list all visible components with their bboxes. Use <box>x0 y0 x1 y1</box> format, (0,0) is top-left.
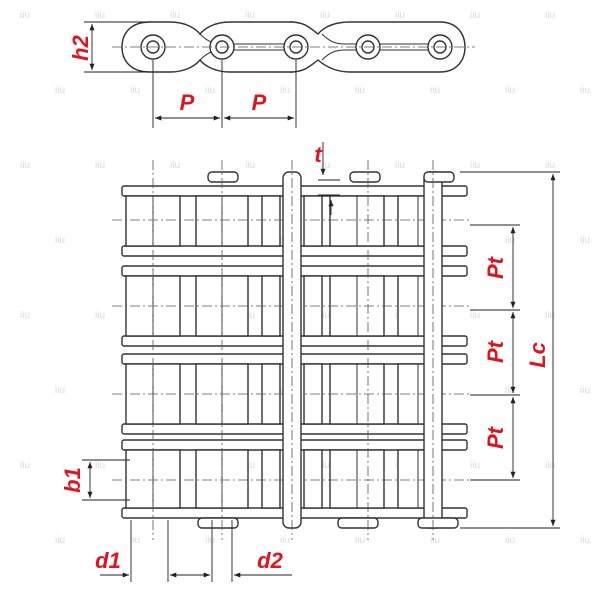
watermark-logo: iiu <box>55 535 65 546</box>
watermark-logo: iiu <box>320 310 330 321</box>
watermark-logo: iiu <box>395 10 405 21</box>
label-h2: h2 <box>68 34 93 60</box>
watermark-logo: iiu <box>580 535 590 546</box>
watermark-logo: iiu <box>545 10 555 21</box>
watermark-logo: iiu <box>545 160 555 171</box>
watermark-logo: iiu <box>245 460 255 471</box>
watermark-logo: iiu <box>20 460 30 471</box>
watermark-logo: iiu <box>55 385 65 396</box>
label-p-left: P <box>180 90 195 115</box>
middle-plate <box>303 449 323 509</box>
watermark-logo: iiu <box>280 535 290 546</box>
watermark-logo: iiu <box>470 310 480 321</box>
watermark-logo: iiu <box>580 85 590 96</box>
watermark-logo: iiu <box>170 160 180 171</box>
watermark-logo: iiu <box>320 10 330 21</box>
watermark-logo: iiu <box>580 385 590 396</box>
watermark-logo: iiu <box>505 85 515 96</box>
watermark-logo: iiu <box>95 160 105 171</box>
watermark-logo: iiu <box>170 10 180 21</box>
watermark-logo: iiu <box>245 310 255 321</box>
watermark-logo: iiu <box>245 10 255 21</box>
watermark-logo: iiu <box>470 460 480 471</box>
label-t: t <box>314 142 323 167</box>
label-pt-mid: Pt <box>483 339 508 363</box>
label-b1: b1 <box>60 467 85 493</box>
label-d2: d2 <box>257 548 283 573</box>
watermark-logo: iiu <box>430 85 440 96</box>
watermark-logo: iiu <box>20 10 30 21</box>
watermark-logo: iiu <box>20 310 30 321</box>
watermark-logo: iiu <box>95 10 105 21</box>
watermark-logo: iiu <box>505 535 515 546</box>
label-pt-bottom: Pt <box>483 425 508 449</box>
watermark-logo: iiu <box>320 460 330 471</box>
watermark-logo: iiu <box>95 460 105 471</box>
watermark-logo: iiu <box>245 160 255 171</box>
watermark-logo: iiu <box>280 85 290 96</box>
middle-plate <box>303 195 323 247</box>
watermark-logo: iiu <box>320 160 330 171</box>
chain-top-view <box>82 142 560 582</box>
watermark-logo: iiu <box>395 160 405 171</box>
watermark-logo: iiu <box>545 460 555 471</box>
middle-plate <box>261 449 281 509</box>
label-lc: Lc <box>525 342 550 368</box>
watermark-logo: iiu <box>355 535 365 546</box>
label-d1: d1 <box>95 548 121 573</box>
watermark-logo: iiu <box>205 85 215 96</box>
watermark-logo: iiu <box>430 535 440 546</box>
chain-side-view <box>84 21 475 128</box>
watermark-logo: iiu <box>205 535 215 546</box>
watermark-logo: iiu <box>470 10 480 21</box>
watermark-logo: iiu <box>130 535 140 546</box>
watermark-logo: iiu <box>55 235 65 246</box>
watermark-logo: iiu <box>470 160 480 171</box>
watermark-logo: iiu <box>55 85 65 96</box>
watermark-logo: iiu <box>355 85 365 96</box>
watermark-logo: iiu <box>505 385 515 396</box>
middle-plate <box>261 195 281 247</box>
watermark-logo: iiu <box>505 235 515 246</box>
watermark-logo: iiu <box>20 160 30 171</box>
watermark-logo: iiu <box>95 310 105 321</box>
watermark-logo: iiu <box>130 85 140 96</box>
watermark-logo: iiu <box>580 235 590 246</box>
dimension-labels: h2 P P t Pt Pt Pt Lc b1 d1 d2 <box>60 34 550 573</box>
label-p-right: P <box>252 90 267 115</box>
label-pt-top: Pt <box>483 255 508 279</box>
watermark-logo: iiu <box>545 310 555 321</box>
